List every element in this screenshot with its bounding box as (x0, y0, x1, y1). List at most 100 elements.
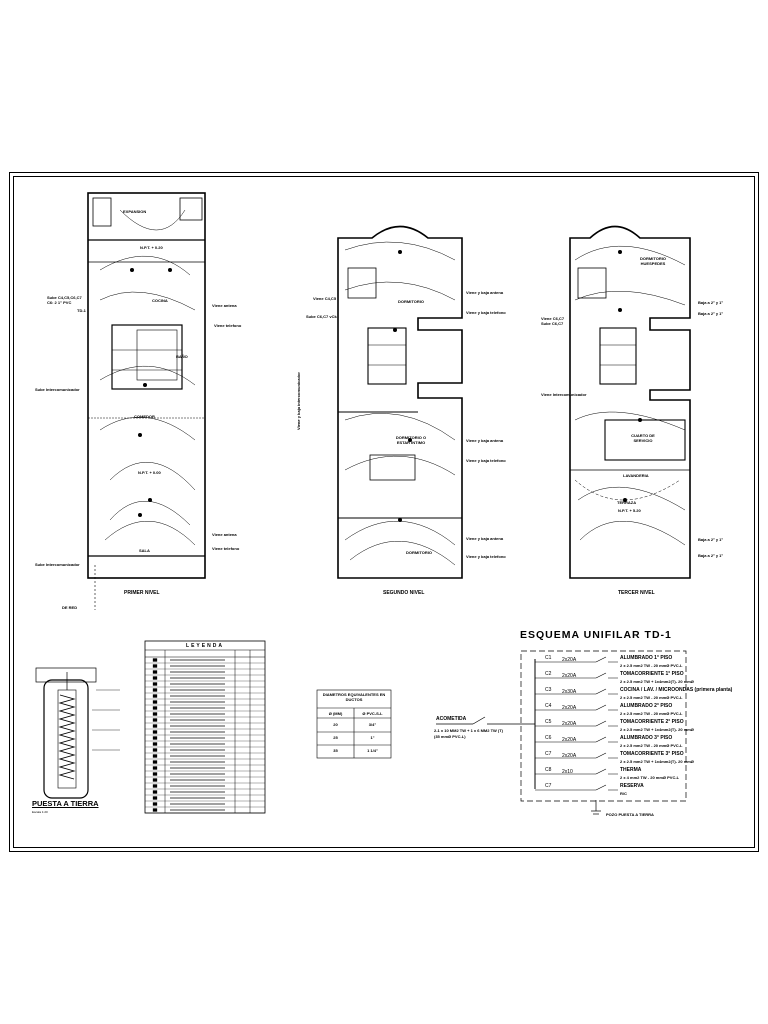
ground-well-label: POZO PUESTA A TIERRA (606, 812, 654, 817)
grounding-title: PUESTA A TIERRA (32, 799, 99, 808)
legend-symbol (152, 754, 158, 758)
third-level-outline (569, 225, 691, 579)
legend-symbol (152, 676, 158, 680)
legend-symbol (152, 688, 158, 692)
plan-note: C6: 2 1" PVC (47, 300, 72, 305)
circuit-breaker: 2x20A (562, 673, 577, 679)
circuit-cable: 2 x 2.5 mm2 TW + 1x4mm2(T)- 20 mmØ (620, 727, 694, 732)
duct-table-cell: 3/4" (368, 722, 377, 727)
first-level-outline (87, 192, 206, 579)
circuit-branch (535, 784, 618, 791)
circuit-cable: 2 x 4 mm2 TW - 20 mmØ PVC-L (620, 775, 680, 780)
circuit-name: TOMACORRIENTE 1° PISO (620, 671, 684, 677)
room-label: DORMITORIO (406, 550, 432, 555)
acometida-label: ACOMETIDA (436, 716, 467, 722)
circuit-cable: 2 x 2.5 mm2 TW - 20 mmØ PVC-L (620, 695, 683, 700)
duct-table-cell: 35 (333, 748, 338, 753)
duct-table-grid (316, 689, 392, 759)
room-label: LAVANDERIA (623, 473, 649, 478)
first-level-title: PRIMER NIVEL (124, 590, 160, 596)
circuit-branch (535, 720, 618, 727)
legend-symbol (152, 778, 158, 782)
room-label: CUARTO DE SERVICIO (631, 433, 655, 443)
circuit-cable: 2 x 2.5 mm2 TW + 1x4mm2(T)- 20 mmØ (620, 679, 694, 684)
plan-note: Sube C6,C7 vCk (306, 314, 337, 319)
legend-symbol (152, 796, 158, 800)
circuit-id: C3 (545, 687, 552, 693)
circuit-breaker: 2x20A (562, 705, 577, 711)
legend-symbol (152, 718, 158, 722)
circuit-name: TOMACORRIENTE 2° PISO (620, 719, 684, 725)
circuit-name: COCINA / LAV. / MICROONDAS (primera plan… (620, 687, 733, 693)
plan-note: Sube Intercomunicador (35, 387, 80, 392)
schema-drawing (436, 650, 687, 815)
legend-symbol (152, 766, 158, 770)
second-level-outline (337, 225, 463, 579)
circuit-name: RESERVA (620, 783, 644, 789)
circuit-id: C1 (545, 655, 552, 661)
plan-note: Viene telefono (214, 323, 242, 328)
legend-table (144, 640, 266, 814)
plan-note: Baja a 2° y 1° (698, 537, 723, 542)
circuit-breaker: 2x20A (562, 721, 577, 727)
legend-symbol (152, 772, 158, 776)
circuit-branch (535, 656, 618, 663)
fixture-markers (130, 250, 642, 522)
duct-table-cell: 1 1/4" (367, 748, 378, 753)
circuit-id: C6 (545, 735, 552, 741)
plan-note: Viene antena (212, 303, 237, 308)
circuit-branch (535, 672, 618, 679)
plan-note: Viene y baja telefono (466, 458, 506, 463)
legend-symbol (152, 802, 158, 806)
room-label: EXPANSION (123, 209, 147, 214)
circuit-id: C7 (545, 783, 552, 789)
circuit-breaker: 2x20A (562, 753, 577, 759)
third-level-title: TERCER NIVEL (618, 590, 655, 596)
legend-symbol (152, 670, 158, 674)
plan-note: Baja a 2° y 1° (698, 300, 723, 305)
circuit-name: THERMA (620, 767, 642, 773)
plan-note: Viene C6,C7 (541, 316, 565, 321)
level-mark: N.P.T. + 0.00 (138, 470, 161, 475)
circuit-name: TOMACORRIENTE 3° PISO (620, 751, 684, 757)
grounding-drawing (35, 667, 120, 799)
room-label: DORMITORIO O ESTAR INTIMO (395, 435, 427, 445)
plan-note: Viene antena (212, 532, 237, 537)
legend-symbol (152, 706, 158, 710)
circuit-branch (535, 704, 618, 711)
circuit-cable: R/C (620, 791, 627, 796)
drawing-sheet (9, 172, 759, 852)
legend-symbol (152, 682, 158, 686)
circuit-name: ALUMBRADO 2° PISO (620, 703, 673, 709)
circuit-name: ALUMBRADO 3° PISO (620, 735, 673, 741)
legend-symbol (152, 664, 158, 668)
legend-symbol (152, 742, 158, 746)
circuit-breaker: 2x20A (562, 657, 577, 663)
circuit-cable: 2 x 2.5 mm2 TW + 1x4mm2(T)- 20 mmØ (620, 759, 694, 764)
plan-note: Viene y baja telefono (466, 554, 506, 559)
room-label: DORMITORIO (398, 299, 424, 304)
legend-symbol (152, 748, 158, 752)
plan-note: Viene y baja antena (466, 290, 504, 295)
circuit-branch (535, 768, 618, 775)
room-label: COMEDOR (134, 414, 155, 419)
room-label: BAÑO (176, 354, 188, 359)
grounding-subtitle: Escala 1:20 (32, 810, 48, 814)
level-mark: N.P.T. + 5.20 (618, 508, 641, 513)
circuit-cable: 2 x 2.5 mm2 TW - 20 mmØ PVC-L (620, 663, 683, 668)
circuit-branch (535, 736, 618, 743)
legend-symbol (152, 790, 158, 794)
legend-symbol (152, 784, 158, 788)
circuit-id: C7 (545, 751, 552, 757)
room-label: COCINA (152, 298, 168, 303)
plan-note: Sube Intercomunicador (35, 562, 80, 567)
plan-note: Sube C4,C5,C6,C7 (47, 295, 82, 300)
duct-table-cell: 20 (333, 722, 338, 727)
circuit-cable: 2 x 2.5 mm2 TW - 20 mmØ PVC-L (620, 711, 683, 716)
plan-note: Baja a 2° y 1° (698, 311, 723, 316)
plan-note: Viene y baja intercomunicador (296, 372, 301, 430)
plan-note: Viene y baja antena (466, 438, 504, 443)
plan-note: Sube C6,C7 (541, 321, 564, 326)
plan-note: TD-1 (77, 308, 86, 313)
